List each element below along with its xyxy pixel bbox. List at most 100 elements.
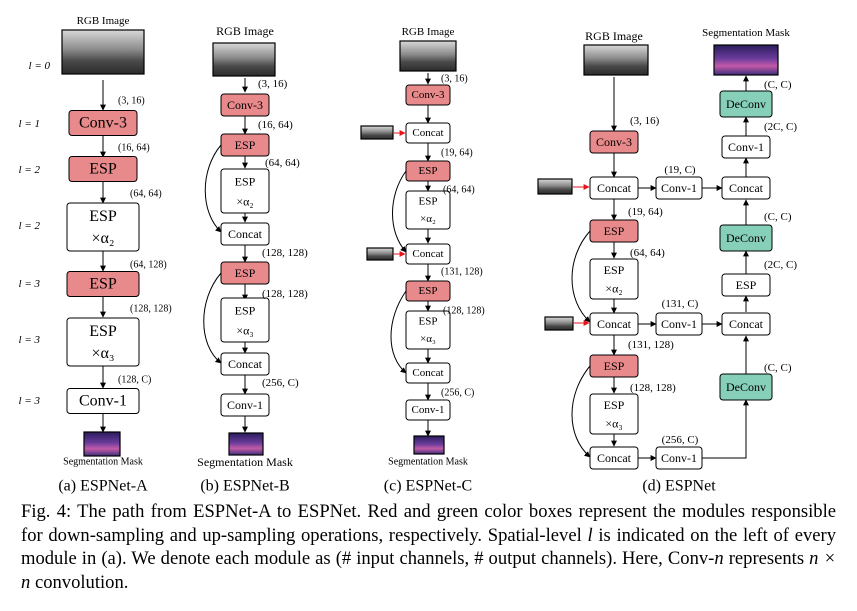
- module-box-d-0: [589, 130, 639, 154]
- connections-layer: [100, 73, 749, 461]
- module-label-d-8: Conv-1: [661, 317, 697, 331]
- module-label-b-0: Conv-3: [227, 98, 263, 112]
- dim-label-d-10: (C, C): [764, 211, 792, 223]
- module-label-d-13: Concat: [597, 451, 632, 465]
- module-box-a-1: [68, 156, 138, 182]
- module-label-d-9: Concat: [729, 317, 764, 331]
- module-box-d-10: [589, 354, 639, 378]
- level-label-a-2: l = 2: [19, 164, 41, 176]
- module-box-b-5: [220, 261, 270, 285]
- module-box-b-8: [220, 352, 270, 376]
- input-thumb-c-1: [360, 125, 394, 140]
- module-box-c-10: [405, 399, 451, 421]
- dim-label-c-5: (256, C): [441, 388, 474, 399]
- module-box-d-4: [589, 219, 639, 243]
- dim-label-d-4: (131, C): [662, 298, 699, 310]
- module-box-d-16: [721, 135, 771, 159]
- skip-d-1: [571, 230, 591, 323]
- input-image-d-frame: [583, 44, 649, 76]
- input-thumb-c-2: [366, 247, 394, 261]
- module-label-b-9: Conv-1: [227, 398, 263, 412]
- module-box-a-4: [66, 271, 140, 297]
- dim-label-a-3: (64, 128): [130, 260, 167, 271]
- module-box-d-15: [719, 373, 773, 401]
- module-box-d-2: [655, 176, 703, 200]
- figure-caption: Fig. 4: The path from ESPNet-A to ESPNet…: [21, 500, 836, 594]
- caption-var-n: n: [714, 548, 724, 569]
- module-label-d-7: Concat: [597, 317, 632, 331]
- dim-label-a-0: (3, 16): [118, 96, 145, 107]
- input-image-c: [399, 40, 457, 72]
- level-label-a-0: l = 0: [29, 60, 51, 72]
- module-label-a-5: ESP: [89, 323, 117, 340]
- module-label-d-17: DeConv: [726, 97, 766, 111]
- panel-label-a: (a) ESPNet-A: [58, 478, 148, 495]
- dim-label-b-4: (128, 128): [262, 288, 308, 300]
- dim-label-c-4: (128, 128): [443, 306, 485, 317]
- dim-label-d-0: (3, 16): [630, 115, 660, 127]
- dim-label-d-1: (19, C): [664, 164, 696, 176]
- output-mask-d: [713, 44, 779, 76]
- module-label-d-15: DeConv: [726, 380, 766, 394]
- level-label-a-5: l = 3: [19, 334, 41, 346]
- panel-label-b: (b) ESPNet-B: [200, 478, 289, 495]
- modules-layer: [66, 84, 773, 470]
- module-box-d-8: [655, 312, 703, 336]
- input-title-a: RGB Image: [77, 15, 130, 27]
- module-box-c-6: [405, 280, 451, 302]
- module-label-a-3: ×α₂: [92, 230, 115, 247]
- input-title-d: RGB Image: [585, 29, 643, 43]
- dim-label-d-7: (256, C): [662, 434, 699, 446]
- module-label-b-8: Concat: [228, 357, 263, 371]
- module-label-d-10: ESP: [604, 359, 625, 373]
- output-mask-b: [228, 432, 264, 456]
- dim-label-d-9: (2C, C): [764, 259, 797, 271]
- module-label-b-7: ×α₃: [236, 324, 253, 338]
- level-label-a-3: l = 2: [19, 220, 41, 232]
- dim-label-a-2: (64, 64): [130, 189, 162, 200]
- module-box-d-1: [589, 176, 639, 200]
- caption-part-3: represents: [723, 548, 810, 569]
- module-label-c-9: Concat: [412, 367, 443, 379]
- input-thumb-d-1: [537, 178, 573, 195]
- output-mask-d-frame: [713, 44, 779, 76]
- input-image-a-frame: [61, 29, 145, 75]
- module-box-b-1: [220, 133, 270, 157]
- dim-label-b-3: (128, 128): [262, 247, 308, 259]
- dim-label-d-2: (19, 64): [628, 206, 663, 218]
- module-label-d-3: Concat: [729, 181, 764, 195]
- module-label-b-6: ESP: [235, 303, 256, 317]
- input-image-a: [61, 29, 145, 75]
- input-title-c: RGB Image: [402, 26, 455, 38]
- module-label-c-0: Conv-3: [412, 89, 446, 101]
- module-label-c-7: ESP: [419, 316, 438, 328]
- module-label-b-3: ×α₂: [236, 195, 253, 209]
- dim-label-b-1: (16, 64): [258, 119, 293, 131]
- module-label-a-2: ESP: [89, 208, 117, 225]
- module-box-d-11: [589, 393, 639, 435]
- dim-label-c-0: (3, 16): [441, 74, 468, 85]
- module-box-a-7: [66, 388, 140, 414]
- output-title-a: Segmentation Mask: [63, 457, 143, 468]
- level-label-a-6: l = 3: [19, 395, 41, 407]
- module-label-c-1: Concat: [412, 127, 443, 139]
- module-box-c-7: [405, 310, 451, 350]
- dim-label-d-8: (C, C): [764, 362, 792, 374]
- dim-label-d-6: (128, 128): [630, 382, 676, 394]
- module-box-b-0: [220, 93, 270, 117]
- module-box-b-4: [220, 222, 270, 246]
- module-box-c-0: [405, 84, 451, 106]
- module-label-d-11: ESP: [604, 398, 625, 412]
- module-label-d-1: Concat: [597, 181, 632, 195]
- dim-label-c-3: (131, 128): [441, 267, 483, 278]
- output-title-d: Segmentation Mask: [702, 27, 790, 39]
- module-box-d-13: [589, 446, 639, 470]
- module-label-c-8: ×α₃: [420, 333, 436, 345]
- module-label-d-2: Conv-1: [661, 181, 697, 195]
- module-label-c-10: Conv-1: [412, 404, 445, 416]
- input-thumb-d-1-frame: [537, 178, 573, 195]
- input-image-b: [212, 42, 276, 77]
- module-box-b-2: [220, 168, 270, 214]
